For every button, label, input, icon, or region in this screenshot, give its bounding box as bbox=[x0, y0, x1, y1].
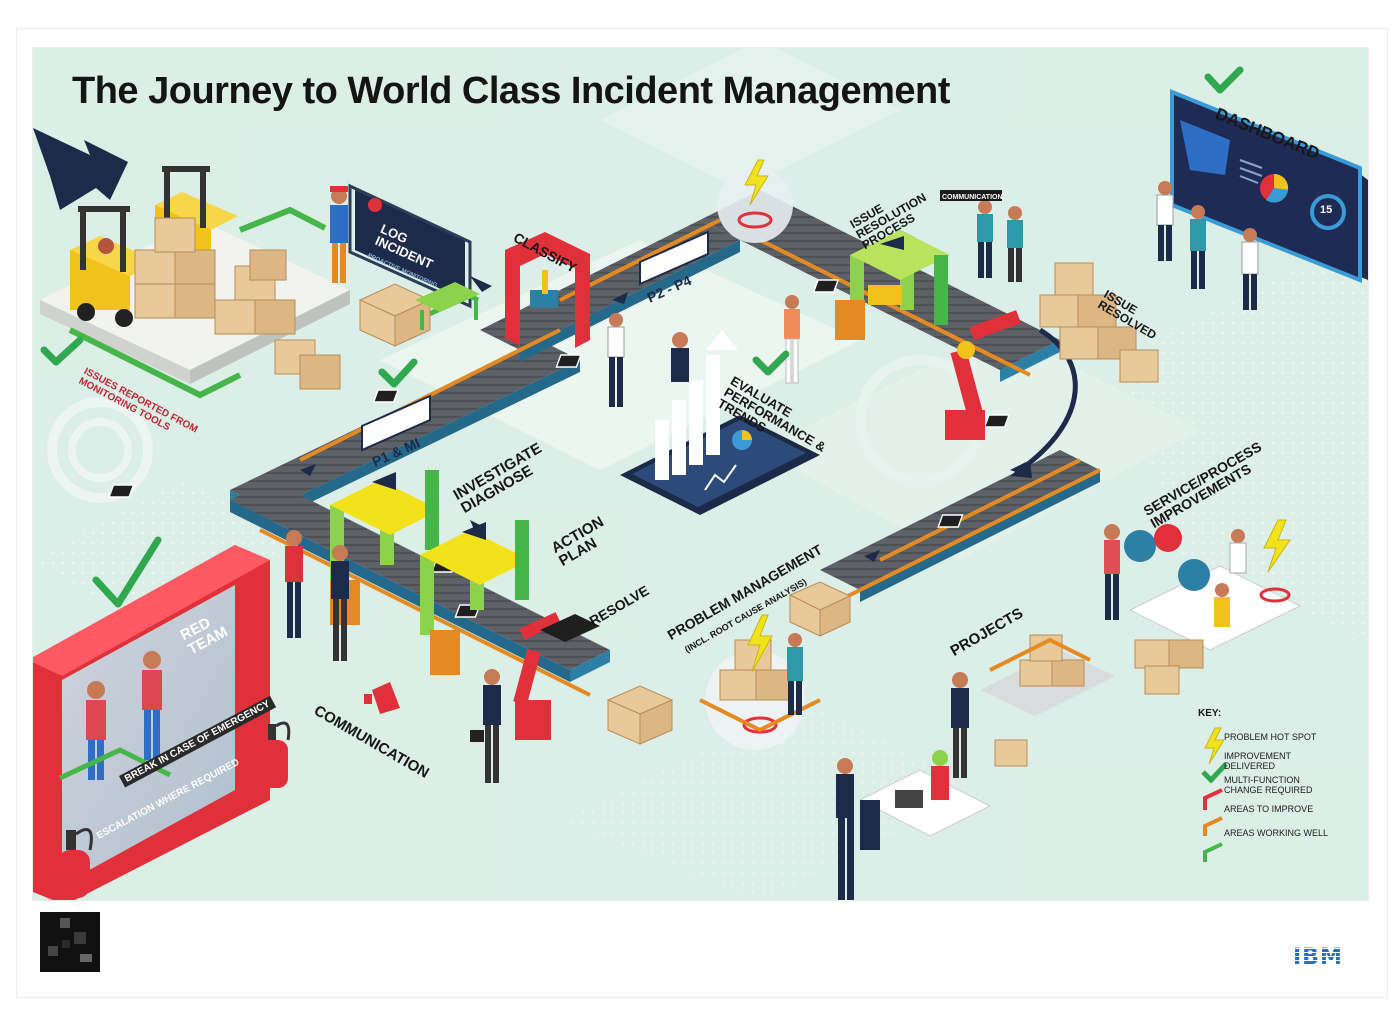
megaphone-icon bbox=[364, 682, 400, 714]
person-communication bbox=[470, 669, 501, 783]
qr-code-icon bbox=[40, 912, 100, 972]
red-team-case bbox=[33, 545, 270, 900]
projects-area bbox=[836, 634, 1115, 900]
legend-item-working-well: AREAS WORKING WELL bbox=[1198, 821, 1338, 845]
incoming-arrow-icon bbox=[33, 128, 128, 210]
woman-evaluate bbox=[784, 295, 800, 384]
issue-resolution-gate bbox=[835, 230, 950, 340]
legend-item-label: MULTI-FUNCTION CHANGE REQUIRED bbox=[1224, 775, 1313, 795]
legend-item-label: PROBLEM HOT SPOT bbox=[1224, 732, 1317, 742]
orange-bracket-icon bbox=[1198, 801, 1216, 817]
box-stack-warehouse bbox=[134, 217, 341, 390]
people-investigate bbox=[285, 530, 349, 661]
dashboard-gauge-value: 15 bbox=[1320, 204, 1333, 216]
robot-arm-right bbox=[945, 310, 1021, 440]
legend-title: KEY: bbox=[1198, 708, 1222, 719]
ibm-logo: IBM bbox=[1293, 945, 1347, 970]
legend-item-multifunction: MULTI-FUNCTION CHANGE REQUIRED bbox=[1198, 773, 1338, 797]
fire-extinguisher-icon bbox=[262, 721, 291, 788]
issue-resolved-boxes bbox=[1039, 262, 1159, 383]
robot-arm-resolve bbox=[513, 612, 561, 740]
legend-item-improvement: IMPROVEMENT DELIVERED bbox=[1198, 749, 1338, 773]
classify-person bbox=[607, 313, 625, 407]
communication-bubble: COMMUNICATION bbox=[942, 194, 1003, 201]
key-symbols bbox=[1201, 727, 1228, 862]
legend-item-label: AREAS WORKING WELL bbox=[1224, 828, 1329, 838]
action-plan-gate bbox=[420, 520, 530, 675]
problem-management-area bbox=[699, 614, 821, 750]
lightning-icon bbox=[1198, 729, 1216, 745]
evaluate-tablet bbox=[620, 330, 820, 515]
warehouse-area bbox=[40, 166, 350, 399]
conveyor-loop bbox=[108, 190, 1101, 697]
evaluate-person bbox=[671, 332, 689, 382]
dashboard-people bbox=[1156, 181, 1259, 310]
legend-item-label: AREAS TO IMPROVE bbox=[1224, 804, 1314, 814]
check-icon bbox=[40, 66, 1244, 608]
legend-item-label: IMPROVEMENT DELIVERED bbox=[1224, 751, 1291, 771]
brand-text: IBM bbox=[1293, 945, 1343, 970]
legend-key: KEY: PROBLEM HOT SPOT IMPROVEMENT DELIVE… bbox=[1198, 708, 1338, 845]
classify-gate bbox=[505, 232, 590, 348]
isometric-scene bbox=[33, 48, 1368, 900]
green-bracket-icon bbox=[1198, 825, 1216, 841]
red-bracket-icon bbox=[1198, 777, 1216, 793]
hotspot-top bbox=[717, 159, 793, 243]
p2-p4-sign bbox=[639, 230, 709, 286]
worker-log bbox=[330, 186, 348, 283]
legend-item-hotspot: PROBLEM HOT SPOT bbox=[1198, 725, 1338, 749]
dashboard-screen bbox=[1170, 89, 1368, 283]
legend-item-improve: AREAS TO IMPROVE bbox=[1198, 797, 1338, 821]
check-icon bbox=[1198, 753, 1216, 769]
resolve-laptop bbox=[540, 614, 600, 642]
comm-people-top bbox=[940, 190, 1023, 282]
service-improvements-area bbox=[1104, 519, 1302, 695]
red-team-people bbox=[86, 651, 162, 780]
poster-canvas: CLASSIFY P2 - P4 P1 & MI ISSUE RESOLUTIO… bbox=[33, 48, 1368, 900]
open-box-bottom bbox=[606, 581, 852, 745]
p1-mi-sign bbox=[361, 394, 431, 452]
page-title: The Journey to World Class Incident Mana… bbox=[72, 70, 950, 112]
fire-extinguisher-icon-2 bbox=[58, 828, 93, 898]
green-table bbox=[415, 282, 480, 330]
